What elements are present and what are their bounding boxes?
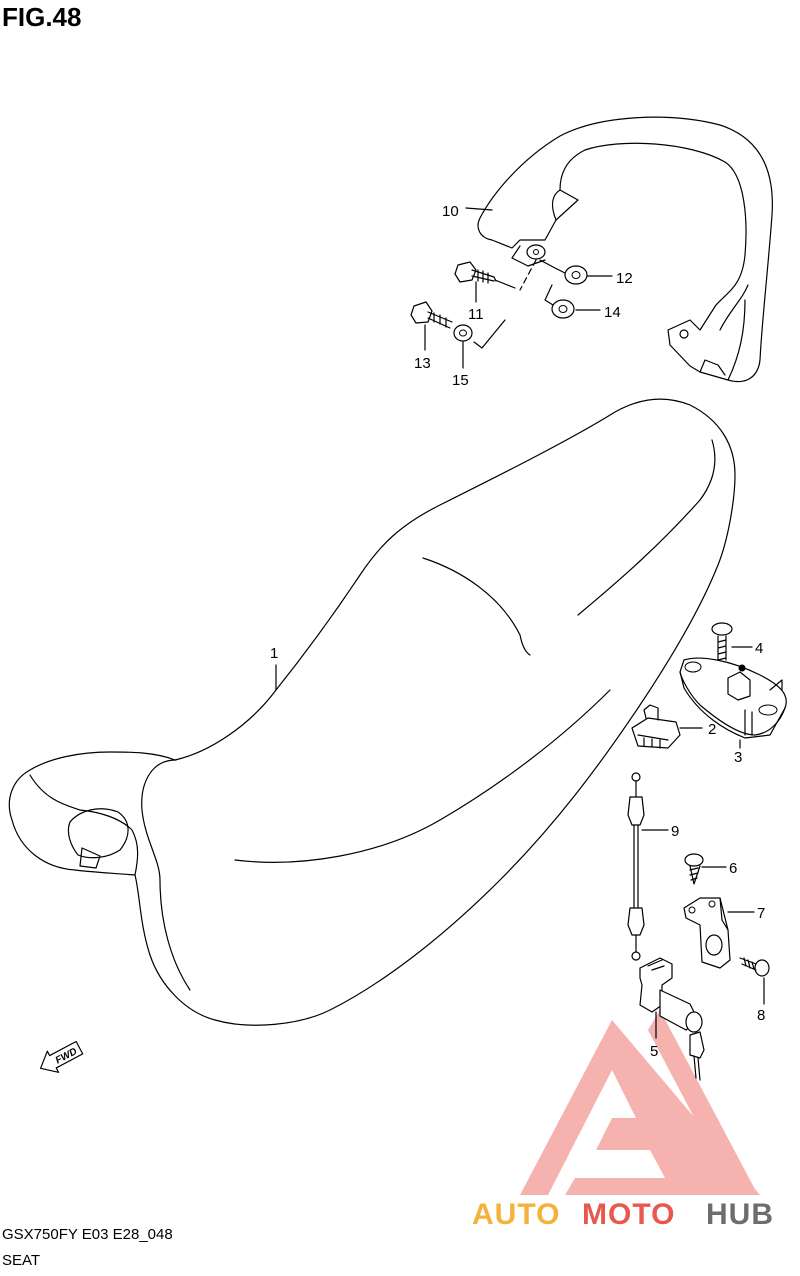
callout-2: 2: [708, 721, 716, 738]
fwd-label: FWD: [54, 1046, 79, 1066]
watermark-triangle: [520, 1020, 760, 1195]
callout-9: 9: [671, 823, 679, 840]
callout-11: 11: [468, 306, 484, 323]
callout-3: 3: [734, 749, 742, 766]
forward-direction-arrow: FWD: [39, 1040, 84, 1073]
model-code: GSX750FY E03 E28_048: [2, 1226, 173, 1243]
washer-14: [551, 299, 575, 319]
callout-7: 7: [757, 905, 765, 922]
section-name: SEAT: [2, 1252, 41, 1269]
bolt-13: [410, 301, 453, 329]
callout-15: 15: [452, 372, 469, 389]
callout-1: 1: [270, 645, 278, 662]
watermark-triangle-inner: [648, 1010, 758, 1195]
callout-4: 4: [755, 640, 763, 657]
watermark-wordmark: AUTO MOTO HUB: [472, 1198, 774, 1231]
seat: [8, 398, 736, 1026]
callout-6: 6: [729, 860, 737, 877]
cable-9: [627, 772, 645, 961]
watermark-text-moto: MOTO: [582, 1198, 675, 1231]
grab-rail: [477, 116, 773, 383]
callout-8: 8: [757, 1007, 765, 1024]
figure-title: FIG.48: [2, 2, 82, 32]
callout-10: 10: [442, 203, 459, 220]
callout-13: 13: [414, 355, 431, 372]
bracket-7: [683, 897, 731, 969]
seat-lock-5: [639, 957, 705, 1081]
callout-14: 14: [604, 304, 621, 321]
cover-2: [631, 704, 681, 749]
washer-15: [453, 324, 473, 342]
screw-8: [739, 957, 770, 977]
callout-5: 5: [650, 1043, 658, 1060]
screw-6: [684, 853, 704, 885]
screw-4: [711, 622, 733, 661]
watermark-text-auto: AUTO: [472, 1198, 560, 1231]
callout-12: 12: [616, 270, 633, 287]
washer-12: [564, 265, 588, 285]
bolt-11: [454, 261, 497, 284]
watermark-text-hub: HUB: [706, 1198, 774, 1231]
watermark-logo: [520, 1010, 760, 1195]
bracket-3: [679, 657, 787, 739]
